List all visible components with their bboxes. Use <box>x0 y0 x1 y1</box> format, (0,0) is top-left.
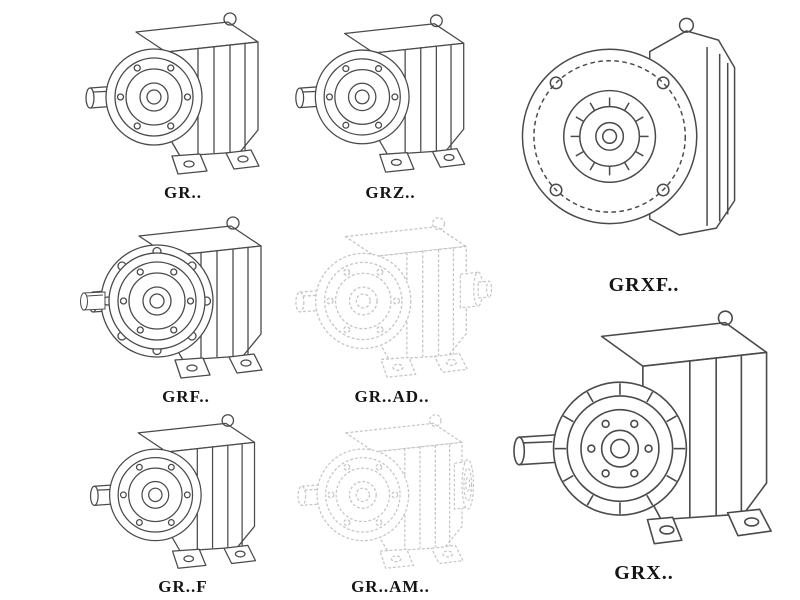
gearbox-drawing-grad <box>288 212 493 384</box>
model-label-gr: GR.. <box>164 183 202 202</box>
model-figure-grz: GRZ.. <box>288 8 493 203</box>
model-figure-grx: GRX.. <box>498 302 790 585</box>
model-label-grf: GRF.. <box>162 387 210 406</box>
gearbox-drawing-grz <box>288 8 493 180</box>
gearbox-drawing-grf <box>80 212 292 384</box>
model-label-grz: GRZ.. <box>365 183 416 202</box>
model-figure-gram: GR..AM.. <box>288 410 493 597</box>
model-figure-grxf: GRXF.. <box>498 8 790 297</box>
model-figure-grf: GRF.. <box>80 212 292 407</box>
gearbox-drawing-gr <box>78 8 288 180</box>
gearbox-drawing-grdotf <box>78 410 288 574</box>
model-figure-grad: GR..AD.. <box>288 212 496 407</box>
gearbox-drawing-grxf <box>521 17 736 236</box>
model-label-grx: GRX.. <box>614 562 674 584</box>
model-figure-gr: GR.. <box>78 8 288 203</box>
gearbox-drawing-grx <box>513 310 772 545</box>
model-label-gram: GR..AM.. <box>351 577 430 596</box>
model-label-grdotf: GR..F <box>158 577 208 596</box>
model-figure-grdotf: GR..F <box>78 410 288 597</box>
gearbox-drawing-gram <box>288 410 475 574</box>
model-label-grxf: GRXF.. <box>608 274 680 296</box>
model-label-grad: GR..AD.. <box>354 387 430 406</box>
